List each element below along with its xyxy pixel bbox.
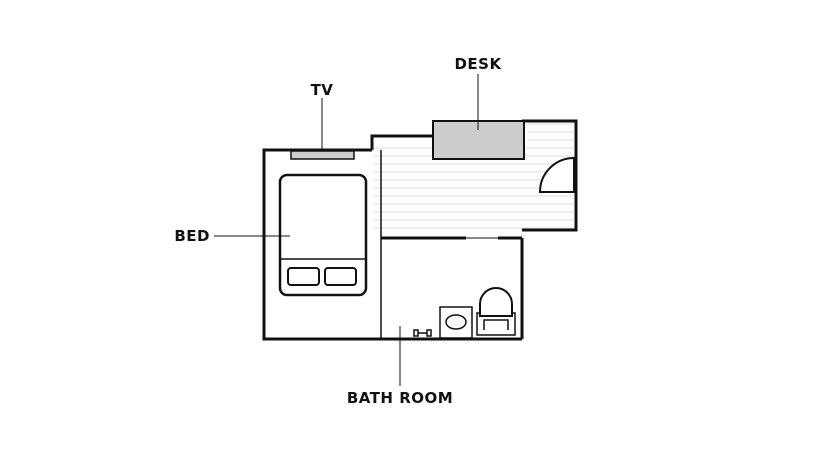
bed-label: BED [174,227,210,245]
toilet [476,287,516,336]
pillow-right [324,267,357,286]
tv-label: TV [311,81,334,99]
pillow-left [287,267,320,286]
walls [262,119,578,341]
bath-room-label: BATH ROOM [347,389,453,407]
faucet-icon [413,329,432,337]
entry-door [538,156,575,193]
sink [439,306,473,339]
floor-hatching [374,123,574,229]
tv [290,150,355,160]
desk-label: DESK [454,55,502,73]
bed [278,173,368,297]
leader-lines [214,74,479,386]
